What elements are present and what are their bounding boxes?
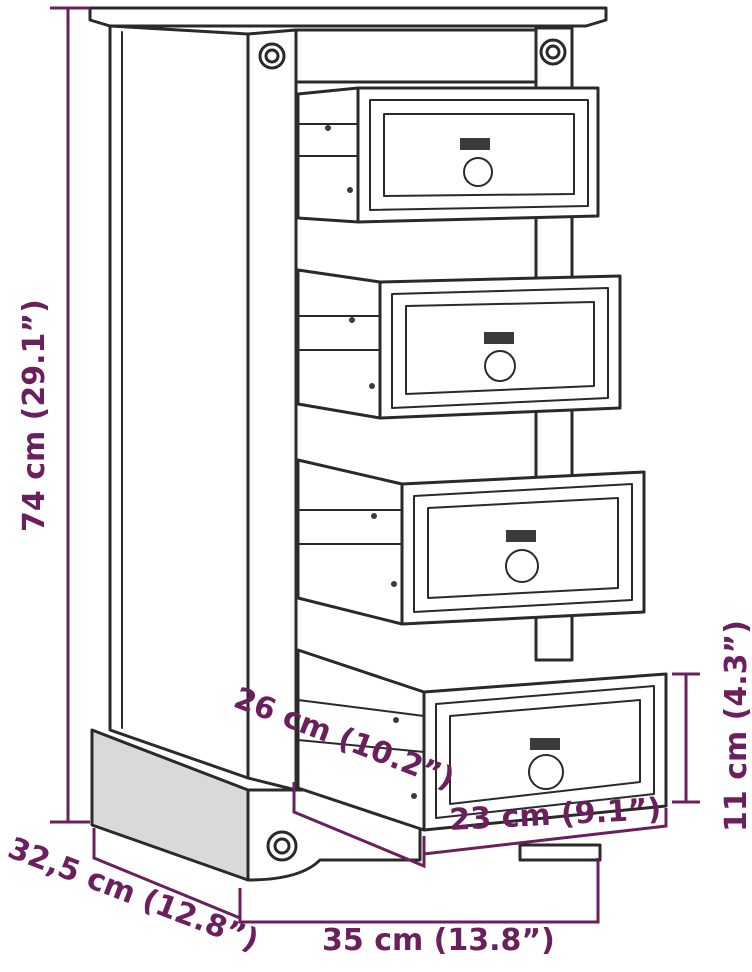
height-label: 74 cm (29.1”) — [17, 299, 52, 532]
drawer-3 — [296, 458, 646, 626]
cabinet-illustration — [88, 6, 668, 882]
drawer-height-label: 11 cm (4.3”) — [719, 620, 752, 832]
drawer-4 — [296, 648, 668, 832]
dimension-lines — [50, 6, 700, 924]
drawer-2 — [296, 268, 622, 420]
width-label: 35 cm (13.8”) — [322, 923, 555, 958]
drawer-1 — [296, 86, 600, 224]
